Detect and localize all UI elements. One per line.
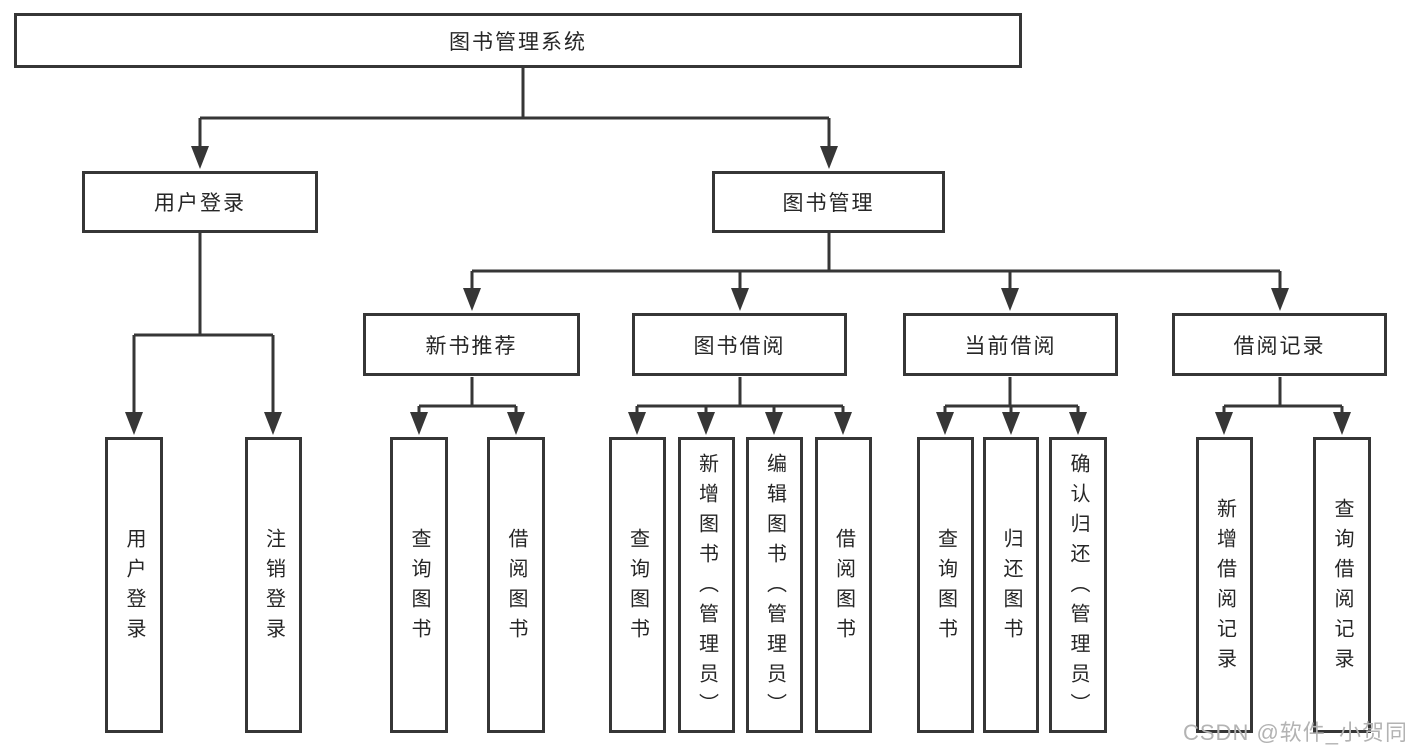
leaf-edit-books-admin: 编辑图书（管理员） (746, 437, 803, 733)
leaf-query-borrow-record: 查询借阅记录 (1313, 437, 1371, 733)
node-label: 借阅图书 (832, 528, 855, 648)
node-book-management: 图书管理 (712, 171, 945, 233)
csdn-watermark: CSDN @软件_小贺同学 (1183, 720, 1405, 745)
node-label: 查询图书 (408, 528, 430, 648)
leaf-borrow-books-recommend: 借阅图书 (487, 437, 545, 733)
node-label: 归还图书 (1000, 528, 1022, 648)
node-label: 当前借阅 (964, 334, 1057, 358)
node-label: 查询图书 (934, 528, 957, 648)
node-label: 编辑图书（管理员） (763, 453, 786, 723)
leaf-borrow-books: 借阅图书 (815, 437, 872, 733)
leaf-logout: 注销登录 (245, 437, 302, 733)
node-book-management-system: 图书管理系统 (14, 13, 1022, 68)
node-new-book-recommend: 新书推荐 (363, 313, 580, 376)
node-label: 确认归还（管理员） (1067, 453, 1089, 723)
node-label: 查询图书 (626, 528, 649, 648)
leaf-query-books-recommend: 查询图书 (390, 437, 448, 733)
leaf-return-books: 归还图书 (983, 437, 1039, 733)
leaf-query-books-borrow: 查询图书 (609, 437, 666, 733)
node-label: 借阅记录 (1233, 334, 1326, 358)
leaf-confirm-return-admin: 确认归还（管理员） (1049, 437, 1107, 733)
node-label: 图书借阅 (693, 334, 786, 358)
node-borrow-records: 借阅记录 (1172, 313, 1387, 376)
node-label: 图书管理 (782, 192, 875, 215)
node-label: 注销登录 (262, 528, 285, 648)
node-label: 新增借阅记录 (1213, 498, 1236, 678)
leaf-query-books-current: 查询图书 (917, 437, 974, 733)
leaf-add-books-admin: 新增图书（管理员） (678, 437, 735, 733)
node-label: 用户登录 (154, 192, 246, 215)
node-user-login: 用户登录 (82, 171, 318, 233)
node-book-borrow: 图书借阅 (632, 313, 847, 376)
node-label: 借阅图书 (505, 528, 527, 648)
node-label: 新增图书（管理员） (695, 453, 718, 723)
node-label: 用户登录 (123, 528, 145, 648)
node-label: 图书管理系统 (449, 30, 587, 54)
node-label: 新书推荐 (425, 334, 518, 358)
leaf-user-login: 用户登录 (105, 437, 163, 733)
leaf-add-borrow-record: 新增借阅记录 (1196, 437, 1253, 733)
node-label: 查询借阅记录 (1331, 498, 1353, 678)
node-current-borrow: 当前借阅 (903, 313, 1118, 376)
